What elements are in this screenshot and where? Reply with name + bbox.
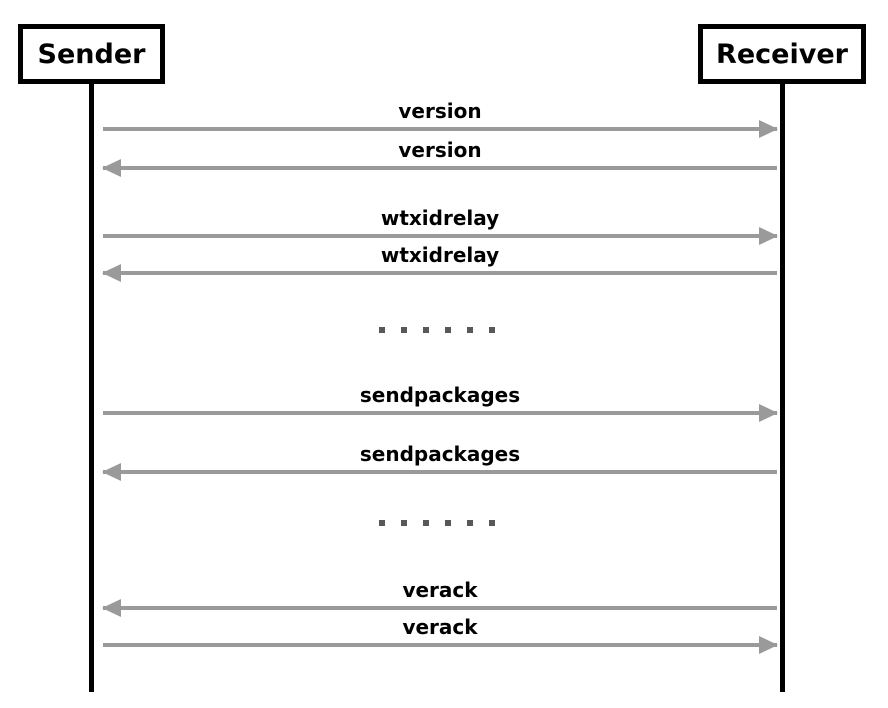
message-line bbox=[103, 166, 777, 170]
ellipsis-dot bbox=[467, 327, 473, 333]
message-line bbox=[103, 470, 777, 474]
participant-box-receiver: Receiver bbox=[698, 24, 866, 84]
message-label: wtxidrelay bbox=[380, 206, 500, 230]
participant-label-sender: Sender bbox=[37, 38, 146, 70]
message-label: version bbox=[398, 99, 482, 123]
message-line bbox=[103, 411, 777, 415]
arrowhead-left-icon bbox=[102, 599, 121, 617]
message-line bbox=[103, 234, 777, 238]
message-line bbox=[103, 606, 777, 610]
ellipsis-dot bbox=[379, 327, 385, 333]
ellipsis-dot bbox=[423, 327, 429, 333]
arrowhead-right-icon bbox=[759, 404, 778, 422]
ellipsis-dot bbox=[489, 327, 495, 333]
message-line bbox=[103, 127, 777, 131]
arrowhead-right-icon bbox=[759, 120, 778, 138]
ellipsis-dot bbox=[489, 520, 495, 526]
participant-label-receiver: Receiver bbox=[716, 38, 848, 70]
ellipsis-separator bbox=[379, 327, 495, 333]
arrowhead-left-icon bbox=[102, 264, 121, 282]
participant-box-sender: Sender bbox=[18, 24, 165, 84]
ellipsis-dot bbox=[423, 520, 429, 526]
ellipsis-dot bbox=[445, 327, 451, 333]
message-label: verack bbox=[402, 578, 478, 602]
message-label: wtxidrelay bbox=[380, 243, 500, 267]
ellipsis-dot bbox=[379, 520, 385, 526]
message-label: version bbox=[398, 138, 482, 162]
arrowhead-left-icon bbox=[102, 159, 121, 177]
message-line bbox=[103, 271, 777, 275]
arrowhead-left-icon bbox=[102, 463, 121, 481]
message-line bbox=[103, 643, 777, 647]
ellipsis-dot bbox=[401, 327, 407, 333]
arrowhead-right-icon bbox=[759, 227, 778, 245]
message-label: sendpackages bbox=[359, 442, 521, 466]
arrowhead-right-icon bbox=[759, 636, 778, 654]
message-label: sendpackages bbox=[359, 383, 521, 407]
ellipsis-dot bbox=[467, 520, 473, 526]
ellipsis-dot bbox=[401, 520, 407, 526]
lifeline-receiver bbox=[780, 84, 785, 692]
message-label: verack bbox=[402, 615, 478, 639]
ellipsis-separator bbox=[379, 520, 495, 526]
lifeline-sender bbox=[89, 84, 94, 692]
ellipsis-dot bbox=[445, 520, 451, 526]
